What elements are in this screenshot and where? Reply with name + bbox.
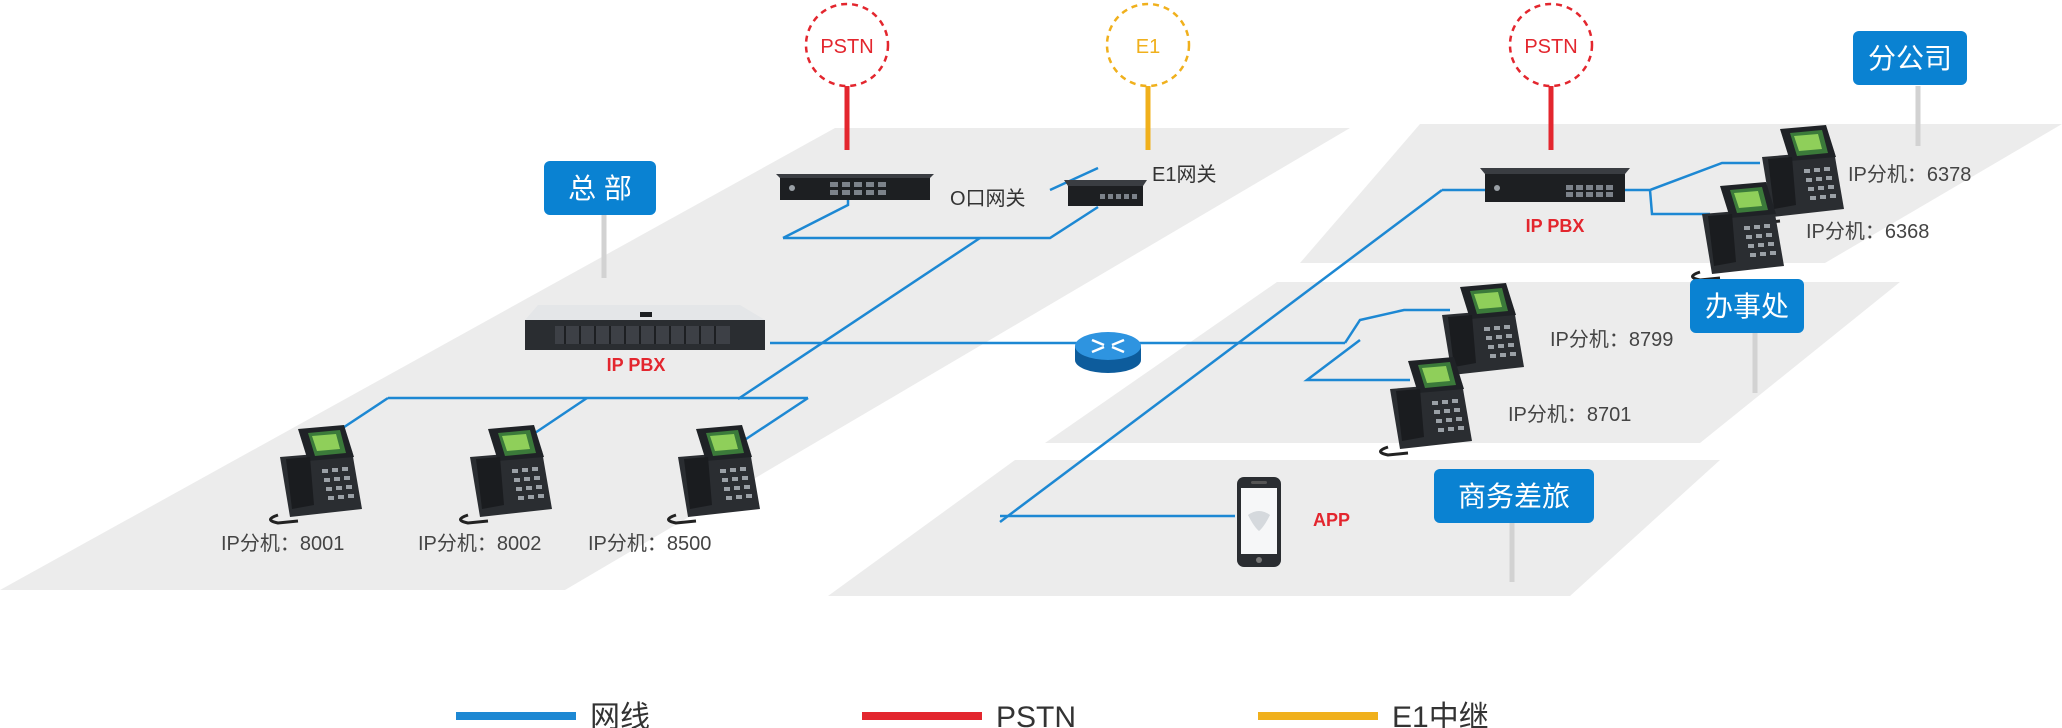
- hq-phone-1-label: IP分机：8001: [221, 532, 344, 555]
- hq-tag: 总 部: [544, 161, 656, 215]
- legend-network-label: 网线: [590, 701, 650, 728]
- o-gateway-label: O口网关: [950, 187, 1026, 210]
- e1-circle: E1: [1105, 2, 1191, 88]
- office-phone-1-label: IP分机：8799: [1550, 328, 1673, 351]
- app-label: APP: [1313, 510, 1350, 530]
- branch-phone-2-label: IP分机：6368: [1806, 220, 1929, 243]
- travel-tag-label: 商务差旅: [1458, 481, 1570, 512]
- e1-circle-label: E1: [1136, 36, 1160, 58]
- pstn-circle-branch-label: PSTN: [1524, 36, 1577, 58]
- office-tag: 办事处: [1690, 279, 1804, 333]
- pstn-circle-hq-label: PSTN: [820, 36, 873, 58]
- e1-gateway-device: [1064, 180, 1147, 206]
- branch-pbx-label: IP PBX: [1526, 216, 1585, 236]
- office-phone-2-label: IP分机：8701: [1508, 403, 1631, 426]
- legend: 网线 PSTN E1中继: [456, 701, 1489, 728]
- legend-pstn-label: PSTN: [996, 701, 1076, 728]
- hq-phone-2-label: IP分机：8002: [418, 532, 541, 555]
- hq-pbx-label: IP PBX: [607, 355, 666, 375]
- hq-tag-label: 总 部: [568, 173, 632, 204]
- hq-ip-pbx-server: [525, 305, 765, 350]
- hq-phone-3-label: IP分机：8500: [588, 532, 711, 555]
- legend-e1-label: E1中继: [1392, 701, 1489, 728]
- branch-platform: [1300, 124, 2062, 263]
- pstn-lines: [844, 86, 1554, 150]
- branch-phone-1-label: IP分机：6378: [1848, 163, 1971, 186]
- office-tag-label: 办事处: [1705, 291, 1789, 322]
- router-icon: [1075, 332, 1141, 373]
- o-gateway-device: [776, 174, 934, 200]
- travel-tag: 商务差旅: [1434, 469, 1594, 523]
- branch-tag-label: 分公司: [1868, 43, 1952, 74]
- pstn-circle-branch: PSTN: [1508, 2, 1594, 88]
- mobile-phone-icon: [1237, 477, 1281, 567]
- branch-tag: 分公司: [1853, 31, 1967, 85]
- e1-gateway-label: E1网关: [1152, 163, 1216, 186]
- branch-ip-pbx-device: [1480, 168, 1630, 202]
- pstn-circle-hq: PSTN: [804, 2, 890, 88]
